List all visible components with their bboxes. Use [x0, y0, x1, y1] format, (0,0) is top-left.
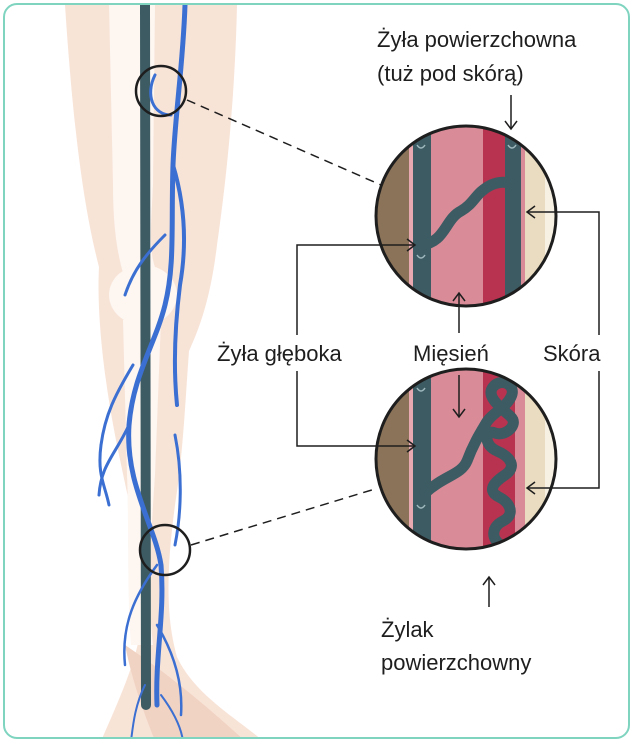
- zoom-line-lower: [191, 489, 375, 545]
- label-skin: Skóra: [543, 339, 600, 368]
- label-varicose-line1: Żylak: [381, 615, 434, 644]
- label-superficial-vein-line1: Żyła powierzchowna: [377, 25, 576, 54]
- label-superficial-vein-line2: (tuż pod skórą): [377, 59, 524, 88]
- label-muscle: Mięsień: [413, 339, 489, 368]
- diagram-frame: Żyła powierzchowna (tuż pod skórą) Żyła …: [3, 3, 630, 739]
- label-varicose-line2: powierzchowny: [381, 648, 531, 677]
- label-deep-vein: Żyła głęboka: [217, 339, 342, 368]
- leg-diagram: [5, 5, 630, 739]
- leg-illustration: [65, 5, 381, 739]
